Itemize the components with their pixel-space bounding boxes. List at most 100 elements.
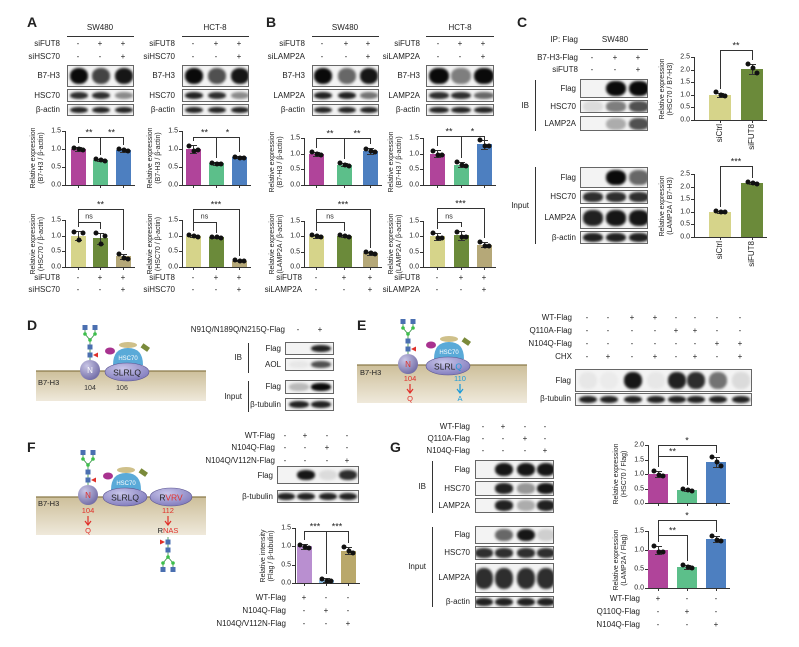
- y-tick-label: 1.0: [168, 145, 178, 153]
- significance-leg: [370, 138, 371, 145]
- data-point: [116, 146, 122, 152]
- blot-band: [297, 470, 315, 480]
- blot-band: [184, 106, 204, 114]
- error-cap: [345, 554, 352, 556]
- y-tick-label: 0.0: [168, 181, 178, 189]
- blot-label: β-actin: [551, 232, 576, 242]
- x-tick: [716, 588, 717, 591]
- condition-label: siFUT8: [279, 39, 305, 48]
- y-axis-label-line: (LAMP2A / β-actin): [277, 214, 284, 274]
- condition-sign: +: [213, 273, 219, 282]
- blot-band: [583, 210, 603, 226]
- blot-label: LAMP2A: [544, 213, 576, 222]
- position-label: 104: [404, 374, 417, 383]
- y-tick-label: 1.5: [290, 134, 300, 142]
- data-point: [689, 565, 695, 571]
- condition-sign: -: [314, 273, 318, 282]
- significance-bracket: [658, 520, 717, 521]
- blot-band: [313, 106, 333, 114]
- y-axis-label-line: (Flag / β-tubulin): [268, 529, 275, 582]
- significance-leg: [100, 137, 101, 155]
- x-tick: [687, 588, 688, 591]
- panel-label: D: [27, 317, 38, 333]
- y-axis-label-line: (LAMP2A / B7-H3): [667, 176, 674, 235]
- significance-label: ***: [730, 156, 742, 167]
- blot-band: [476, 548, 493, 558]
- data-point: [324, 578, 330, 584]
- significance-leg: [100, 222, 101, 229]
- data-point: [309, 232, 315, 238]
- y-tick: [645, 503, 648, 504]
- western-blot: [312, 104, 379, 116]
- y-tick-label: 1.5: [634, 456, 644, 463]
- significance-label: ns: [326, 213, 334, 221]
- y-tick-label: 2.5: [680, 170, 690, 178]
- condition-sign: +: [120, 273, 126, 282]
- blot-band: [579, 395, 597, 404]
- western-blot: [285, 358, 334, 371]
- condition-sign: +: [120, 285, 126, 294]
- error-cap: [749, 63, 756, 65]
- significance-bracket: [461, 136, 485, 137]
- y-tick-label: 2.5: [680, 53, 690, 61]
- error-cap: [301, 543, 308, 545]
- significance-leg: [216, 137, 217, 158]
- significance-bracket: [216, 137, 240, 138]
- error-cap: [481, 148, 488, 150]
- y-tick-label: 1.0: [680, 91, 690, 99]
- error-cap: [655, 477, 662, 479]
- significance-bracket: [344, 138, 371, 139]
- data-point: [350, 550, 356, 556]
- x-tick: [193, 185, 194, 188]
- condition-sign: -: [296, 325, 300, 334]
- condition-sign: -: [543, 434, 547, 443]
- condition-sign: -: [585, 326, 589, 335]
- condition-label: siFUT8: [552, 65, 578, 74]
- cell-line-label: HCT-8: [448, 23, 472, 32]
- y-tick-label: 2.0: [680, 66, 690, 74]
- significance-bracket: [100, 137, 124, 138]
- western-blot: [475, 498, 554, 513]
- y-tick: [645, 569, 648, 570]
- blot-band: [629, 101, 647, 112]
- bracket: [432, 527, 433, 607]
- significance-label: **: [200, 127, 209, 138]
- significance-leg: [658, 520, 659, 543]
- y-tick-label: 0.0: [634, 584, 644, 592]
- blot-label: β-tubulin: [540, 394, 571, 403]
- data-point: [714, 459, 720, 465]
- significance-leg: [484, 136, 485, 140]
- y-tick-label: 1.0: [290, 150, 300, 158]
- condition-label: siFUT8: [34, 273, 60, 282]
- data-point: [342, 233, 348, 239]
- condition-sign: +: [684, 607, 690, 616]
- significance-leg: [239, 137, 240, 153]
- significance-bracket: [78, 222, 101, 223]
- blot-band: [732, 395, 750, 404]
- condition-sign: -: [606, 339, 610, 348]
- condition-sign: -: [653, 326, 657, 335]
- y-tick-label: 0.5: [51, 163, 61, 171]
- condition-sign: -: [436, 39, 440, 48]
- y-tick-label: 1.5: [168, 127, 178, 135]
- data-point: [745, 61, 751, 67]
- error-cap: [655, 470, 662, 472]
- blot-band: [476, 567, 493, 589]
- error-bar: [100, 232, 101, 244]
- y-tick-label: 0.5: [281, 561, 291, 569]
- data-point: [486, 143, 492, 149]
- condition-sign: +: [367, 273, 373, 282]
- y-axis-label: Relative expression(B7-H3 / β-actin): [269, 131, 285, 192]
- y-tick: [691, 174, 694, 175]
- bar: [336, 236, 352, 267]
- y-tick-label: 0.0: [168, 263, 178, 271]
- western-blot: [426, 104, 494, 116]
- data-point: [363, 249, 369, 255]
- significance-bracket: [720, 50, 753, 51]
- blot-band: [647, 395, 665, 404]
- error-cap: [458, 162, 465, 164]
- blot-band: [69, 91, 89, 100]
- blot-band: [647, 371, 665, 390]
- y-axis-label: Relative expression(LAMP2A / β-actin): [388, 213, 404, 274]
